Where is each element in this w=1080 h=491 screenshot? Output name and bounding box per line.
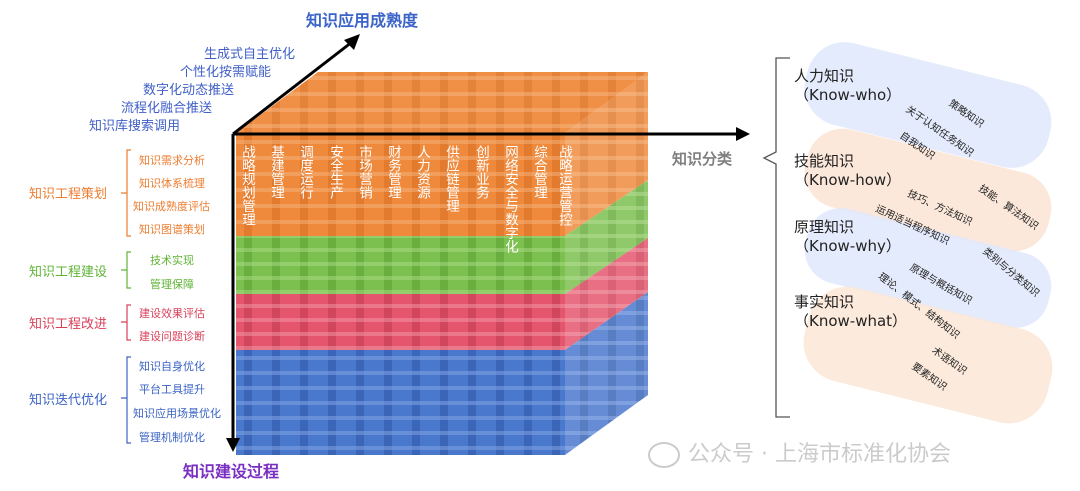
maturity-level: 流程化融合推送 — [121, 101, 213, 116]
category-brace — [762, 57, 790, 418]
knowledge-type-title: 技能知识 — [794, 152, 855, 170]
know-who-card — [804, 42, 1052, 168]
know-what-card — [803, 286, 1053, 424]
knowledge-type-en: （Know-why） — [794, 237, 901, 255]
cube-side-green — [565, 180, 648, 294]
process-sub-item: 平台工具提升 — [139, 383, 205, 396]
knowledge-type-en: （Know-who） — [794, 86, 902, 104]
cube-side-red — [565, 238, 648, 350]
category-axis-title: 知识分类 — [672, 150, 733, 168]
cube-side-blue — [565, 292, 648, 455]
business-column-label: 基建管理 — [268, 145, 284, 199]
cube-front-red — [236, 294, 565, 350]
business-column-label: 市场营销 — [356, 145, 372, 199]
wechat-icon — [648, 442, 680, 468]
cube-front-blue — [236, 350, 565, 455]
process-sub-item: 建设问题诊断 — [139, 330, 205, 343]
process-sub-item: 知识体系梳理 — [139, 177, 205, 190]
process-sub-item: 知识自身优化 — [139, 360, 205, 373]
process-group-label: 知识迭代优化 — [29, 393, 108, 408]
maturity-level: 知识库搜索调用 — [89, 119, 181, 134]
business-column-label: 供应链管理 — [443, 145, 459, 213]
watermark: 公众号 · 上海市标准化协会 — [648, 436, 951, 468]
process-sub-item: 知识成熟度评估 — [133, 200, 210, 213]
bracket-blue — [121, 356, 131, 444]
knowledge-type-title: 人力知识 — [794, 67, 855, 85]
process-sub-item: 知识图谱策划 — [139, 223, 205, 236]
knowledge-type-title: 事实知识 — [794, 293, 855, 311]
business-column-label: 人力资源 — [414, 145, 430, 199]
bracket-orange — [121, 149, 131, 237]
cube-side-orange — [565, 72, 648, 236]
knowledge-type-en: （Know-what） — [794, 312, 908, 330]
business-column-label: 战略规划管理 — [239, 145, 255, 226]
process-group-label: 知识工程建设 — [29, 265, 108, 280]
process-sub-item: 技术实现 — [150, 254, 194, 267]
process-sub-item: 管理保障 — [150, 278, 194, 291]
process-sub-item: 建设效果评估 — [139, 307, 205, 320]
business-column-label: 创新业务 — [473, 145, 489, 199]
business-column-label: 网络安全与数字化 — [502, 145, 518, 253]
process-sub-item: 知识需求分析 — [139, 154, 205, 167]
process-sub-item: 管理机制优化 — [139, 431, 205, 444]
maturity-axis — [232, 40, 353, 136]
business-column-label: 财务管理 — [385, 145, 401, 199]
business-column-label: 安全生产 — [327, 145, 343, 199]
business-column-label: 战略运营管控 — [556, 145, 572, 226]
process-group-label: 知识工程改进 — [29, 317, 108, 332]
watermark-text: 公众号 · 上海市标准化协会 — [688, 442, 951, 467]
process-axis-title: 知识建设过程 — [183, 462, 280, 481]
maturity-level: 个性化按需赋能 — [180, 65, 272, 80]
process-sub-item: 知识应用场景优化 — [133, 407, 221, 420]
know-how-card — [804, 128, 1052, 252]
maturity-level: 数字化动态推送 — [143, 83, 235, 98]
cube-front-orange — [236, 133, 565, 236]
knowledge-type-en: （Know-how） — [794, 171, 902, 189]
know-why-card — [804, 208, 1052, 328]
knowledge-type-title: 原理知识 — [794, 218, 855, 236]
process-group-label: 知识工程策划 — [29, 187, 108, 202]
cube-front-green — [236, 236, 565, 294]
bracket-green — [121, 251, 131, 289]
bracket-red — [121, 304, 131, 341]
business-column-label: 综合管理 — [531, 145, 547, 199]
business-column-label: 调度运行 — [297, 145, 313, 199]
maturity-axis-title: 知识应用成熟度 — [306, 11, 419, 30]
cube-top-face — [236, 72, 648, 133]
maturity-level: 生成式自主优化 — [204, 47, 296, 62]
